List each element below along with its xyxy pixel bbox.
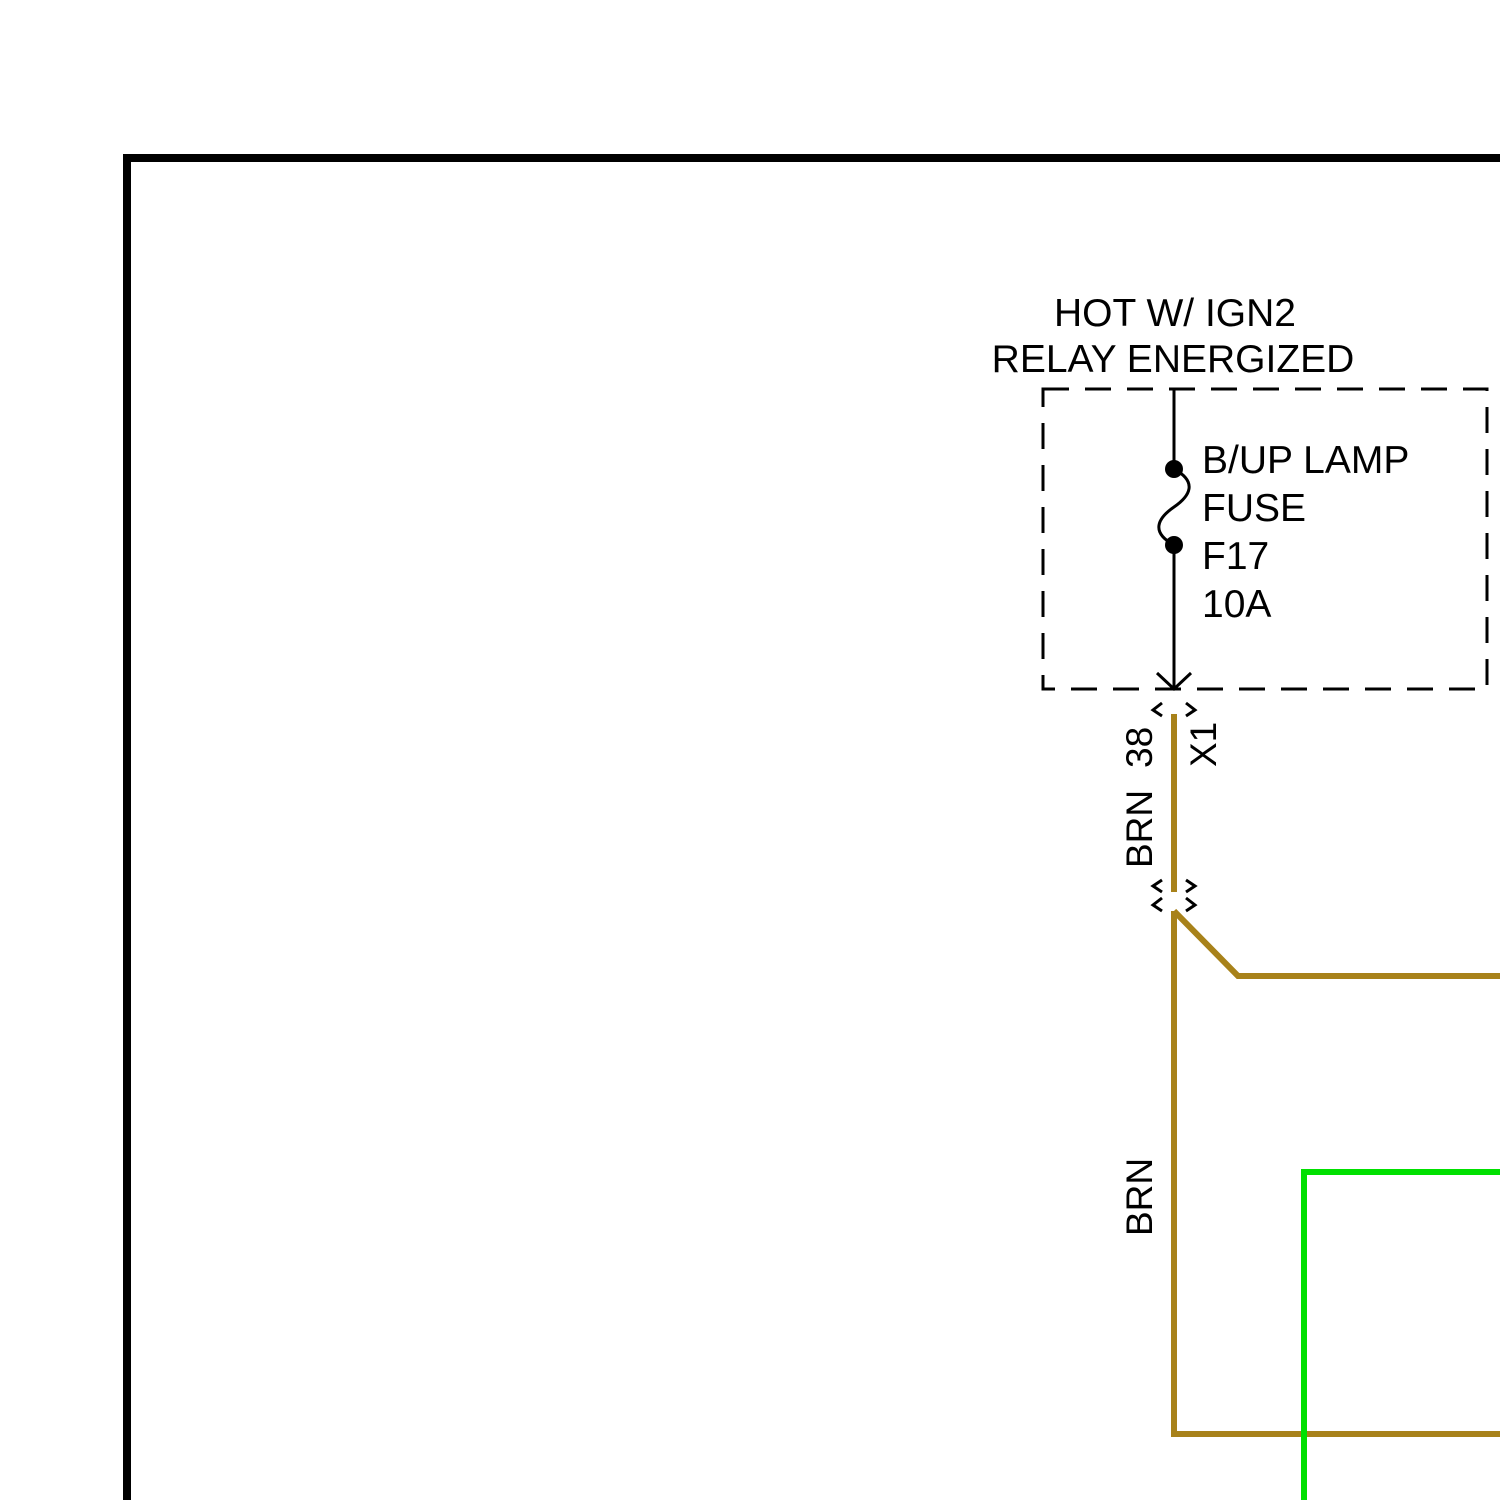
wire-color-label-upper: BRN [1119, 790, 1160, 868]
green-wire [1304, 1172, 1500, 1500]
wire-color-label-lower: BRN [1119, 1158, 1160, 1236]
connector-pin-label: 38 [1119, 727, 1160, 768]
fuse-symbol [1159, 469, 1189, 545]
fuse-name-line2: FUSE [1202, 487, 1306, 530]
fuse-terminal-top [1165, 460, 1183, 478]
power-source-label-line1: HOT W/ IGN2 [1054, 292, 1296, 335]
fuse-id-label: F17 [1202, 535, 1269, 578]
brown-wire-branch [1174, 911, 1500, 976]
fuse-rating-label: 10A [1202, 583, 1271, 626]
fuse-name-line1: B/UP LAMP [1202, 439, 1409, 482]
connector-name-label: X1 [1183, 722, 1224, 767]
power-source-label-line2: RELAY ENERGIZED [992, 338, 1355, 381]
